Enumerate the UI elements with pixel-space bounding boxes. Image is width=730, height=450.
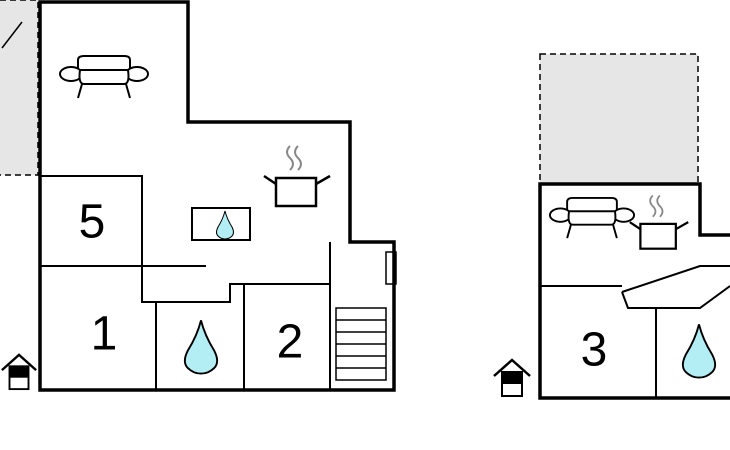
house-entrance-icon (0, 353, 38, 391)
water-drop-icon (183, 319, 219, 375)
water-drop-icon (215, 210, 235, 240)
cooking-pot-icon (628, 194, 690, 251)
house-entrance-icon (492, 358, 532, 398)
door-swing-line (1, 21, 23, 49)
left-interior-walls (40, 175, 397, 390)
room-number-5: 5 (79, 196, 106, 249)
cooking-pot-icon (262, 144, 332, 208)
armchair-icon (548, 196, 636, 240)
water-drop-icon (681, 323, 717, 379)
room-number-2: 2 (277, 316, 304, 369)
right-terrace (539, 53, 699, 185)
stairs-icon (335, 307, 387, 381)
right-interior-walls (540, 265, 730, 398)
left-floor-plan: 5 1 2 (0, 0, 397, 392)
room-number-3: 3 (581, 324, 608, 377)
armchair-icon (59, 55, 149, 99)
left-outer-walls (38, 0, 396, 392)
left-terrace (0, 0, 39, 176)
right-outer-walls (538, 182, 730, 400)
right-floor-plan: 3 (492, 53, 730, 400)
room-number-1: 1 (91, 308, 118, 361)
